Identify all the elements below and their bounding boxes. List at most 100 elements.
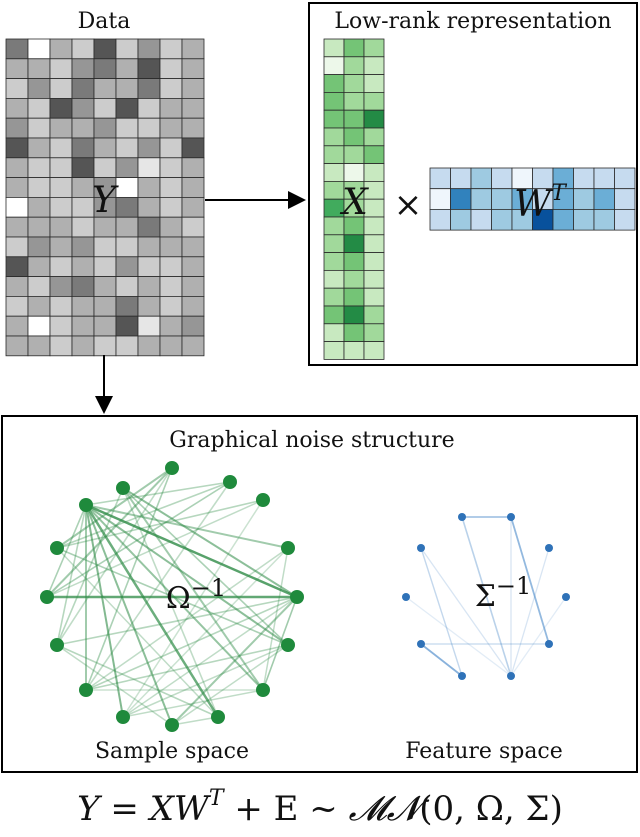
data-cell bbox=[115, 157, 139, 179]
sample-edge bbox=[85, 504, 124, 718]
data-cell bbox=[93, 137, 117, 159]
x-cell bbox=[343, 252, 365, 271]
feature-node bbox=[545, 544, 553, 552]
data-cell bbox=[93, 315, 117, 337]
x-cell bbox=[343, 269, 365, 289]
data-cell bbox=[181, 157, 205, 179]
data-cell bbox=[137, 276, 161, 297]
x-cell bbox=[343, 305, 365, 325]
data-cell bbox=[49, 157, 73, 179]
data-cell bbox=[137, 236, 161, 258]
data-cell bbox=[71, 137, 95, 159]
data-cell bbox=[115, 98, 139, 119]
data-cell bbox=[159, 276, 183, 297]
x-cell bbox=[343, 38, 365, 58]
lowrank-title: Low-rank representation bbox=[334, 9, 611, 34]
noise-box bbox=[1, 415, 638, 773]
data-cell bbox=[49, 295, 73, 317]
sample-space-label: Sample space bbox=[95, 739, 249, 764]
sample-node bbox=[79, 498, 93, 512]
data-cell bbox=[49, 58, 73, 79]
sample-edge bbox=[122, 487, 264, 691]
sample-edge bbox=[262, 547, 289, 691]
data-cell bbox=[159, 58, 183, 79]
data-cell bbox=[137, 78, 161, 99]
x-cell bbox=[343, 145, 365, 165]
wt-cell bbox=[614, 188, 636, 210]
sample-graph bbox=[40, 461, 304, 732]
data-cell bbox=[93, 58, 117, 79]
data-cell bbox=[93, 276, 117, 297]
wt-cell bbox=[491, 208, 513, 231]
data-cell bbox=[137, 335, 161, 357]
x-cell bbox=[363, 234, 385, 254]
sample-node bbox=[256, 683, 270, 697]
x-matrix bbox=[323, 38, 385, 360]
data-cell bbox=[115, 256, 139, 277]
data-cell bbox=[115, 276, 139, 297]
data-cell bbox=[27, 295, 51, 317]
data-cell bbox=[181, 137, 205, 159]
x-cell bbox=[323, 216, 345, 236]
noise-title: Graphical noise structure bbox=[169, 428, 454, 453]
data-cell bbox=[71, 98, 95, 119]
x-cell bbox=[363, 145, 385, 165]
x-cell bbox=[363, 269, 385, 289]
data-cell bbox=[181, 276, 205, 297]
x-cell bbox=[343, 56, 365, 75]
sigma-inverse: Σ−1 bbox=[475, 572, 532, 614]
sample-edge bbox=[56, 644, 173, 726]
data-cell bbox=[181, 216, 205, 238]
x-cell bbox=[323, 198, 345, 218]
data-cell bbox=[5, 137, 29, 159]
feature-edge bbox=[405, 596, 512, 677]
sample-edge bbox=[46, 467, 173, 598]
x-cell bbox=[363, 74, 385, 93]
sample-edge bbox=[85, 504, 289, 549]
sample-node bbox=[256, 493, 270, 507]
data-cell bbox=[159, 157, 183, 179]
data-cell bbox=[137, 216, 161, 238]
sample-edge bbox=[85, 503, 298, 599]
data-cell bbox=[5, 98, 29, 119]
data-cell bbox=[27, 196, 51, 218]
data-cell bbox=[137, 256, 161, 277]
x-cell bbox=[323, 323, 345, 342]
data-cell bbox=[71, 78, 95, 99]
x-cell bbox=[343, 323, 365, 342]
data-cell bbox=[159, 98, 183, 119]
data-cell bbox=[49, 78, 73, 99]
data-cell bbox=[5, 295, 29, 317]
sample-edge bbox=[56, 481, 231, 549]
feature-node bbox=[402, 593, 410, 601]
data-cell bbox=[93, 98, 117, 119]
data-cell bbox=[71, 157, 95, 179]
data-cell bbox=[49, 196, 73, 218]
data-cell bbox=[71, 236, 95, 258]
data-cell bbox=[93, 335, 117, 357]
data-cell bbox=[115, 216, 139, 238]
x-cell bbox=[343, 92, 365, 111]
data-cell bbox=[137, 98, 161, 119]
data-cell bbox=[27, 98, 51, 119]
sample-edge bbox=[46, 499, 264, 598]
wt-cell bbox=[470, 167, 492, 190]
x-cell bbox=[323, 74, 345, 93]
feature-node bbox=[507, 513, 515, 521]
sample-edge bbox=[85, 467, 173, 691]
data-cell bbox=[27, 276, 51, 297]
wt-cell bbox=[470, 208, 492, 231]
data-cell bbox=[159, 256, 183, 277]
data-cell bbox=[115, 58, 139, 79]
wt-cell bbox=[614, 167, 636, 190]
data-cell bbox=[137, 38, 161, 60]
data-cell bbox=[115, 177, 139, 198]
sample-edge bbox=[171, 596, 298, 726]
x-cell bbox=[363, 323, 385, 342]
data-cell bbox=[49, 256, 73, 277]
data-cell bbox=[137, 117, 161, 139]
feature-edge bbox=[420, 547, 512, 677]
feature-node bbox=[507, 672, 515, 680]
wt-cell bbox=[593, 188, 615, 210]
